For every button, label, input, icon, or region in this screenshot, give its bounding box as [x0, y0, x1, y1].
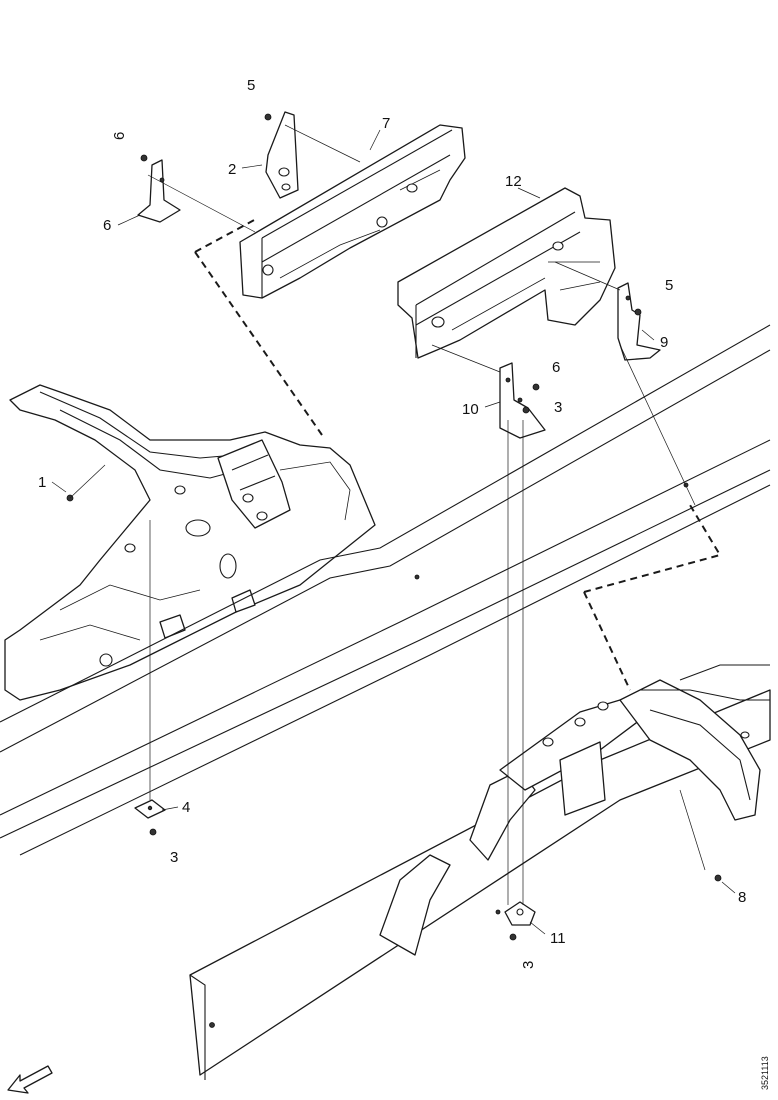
callout-6-right: 6 — [552, 359, 560, 376]
side-sill-upper — [0, 324, 771, 856]
callout-5-top: 5 — [247, 77, 255, 94]
callout-6-bracket: 6 — [103, 217, 111, 234]
part-12-rail — [397, 187, 616, 359]
part-7-rail — [239, 124, 466, 299]
callout-9: 9 — [660, 334, 668, 351]
callout-labels: 1 2 3 3 3 4 5 5 6 6 6 7 8 9 10 11 12 — [38, 77, 746, 969]
callout-12: 12 — [505, 173, 522, 190]
callout-4: 4 — [182, 799, 190, 816]
callout-3-upper: 3 — [554, 399, 562, 416]
callout-leaders — [51, 129, 736, 935]
reference-code: 3521113 — [760, 1056, 770, 1090]
callout-1: 1 — [38, 474, 46, 491]
callout-8: 8 — [738, 889, 746, 906]
bracket-11 — [504, 901, 536, 926]
front-direction-arrow-icon — [7, 1065, 53, 1094]
callout-5-right: 5 — [665, 277, 673, 294]
callout-2: 2 — [228, 161, 236, 178]
bracket-4 — [134, 799, 166, 819]
callout-3-lower: 3 — [520, 961, 537, 969]
side-sill-lower — [189, 664, 771, 1080]
callout-6-left: 6 — [111, 132, 128, 140]
bracket-6 — [137, 159, 181, 223]
bracket-9 — [617, 282, 661, 361]
callout-11: 11 — [550, 930, 566, 947]
bracket-10 — [499, 362, 546, 439]
bracket-2 — [265, 111, 299, 199]
callout-3-left: 3 — [170, 849, 178, 866]
callout-10: 10 — [462, 401, 479, 418]
callout-7: 7 — [382, 115, 390, 132]
left-floor-structure — [4, 384, 376, 701]
assembly-guide-lines — [69, 124, 722, 905]
